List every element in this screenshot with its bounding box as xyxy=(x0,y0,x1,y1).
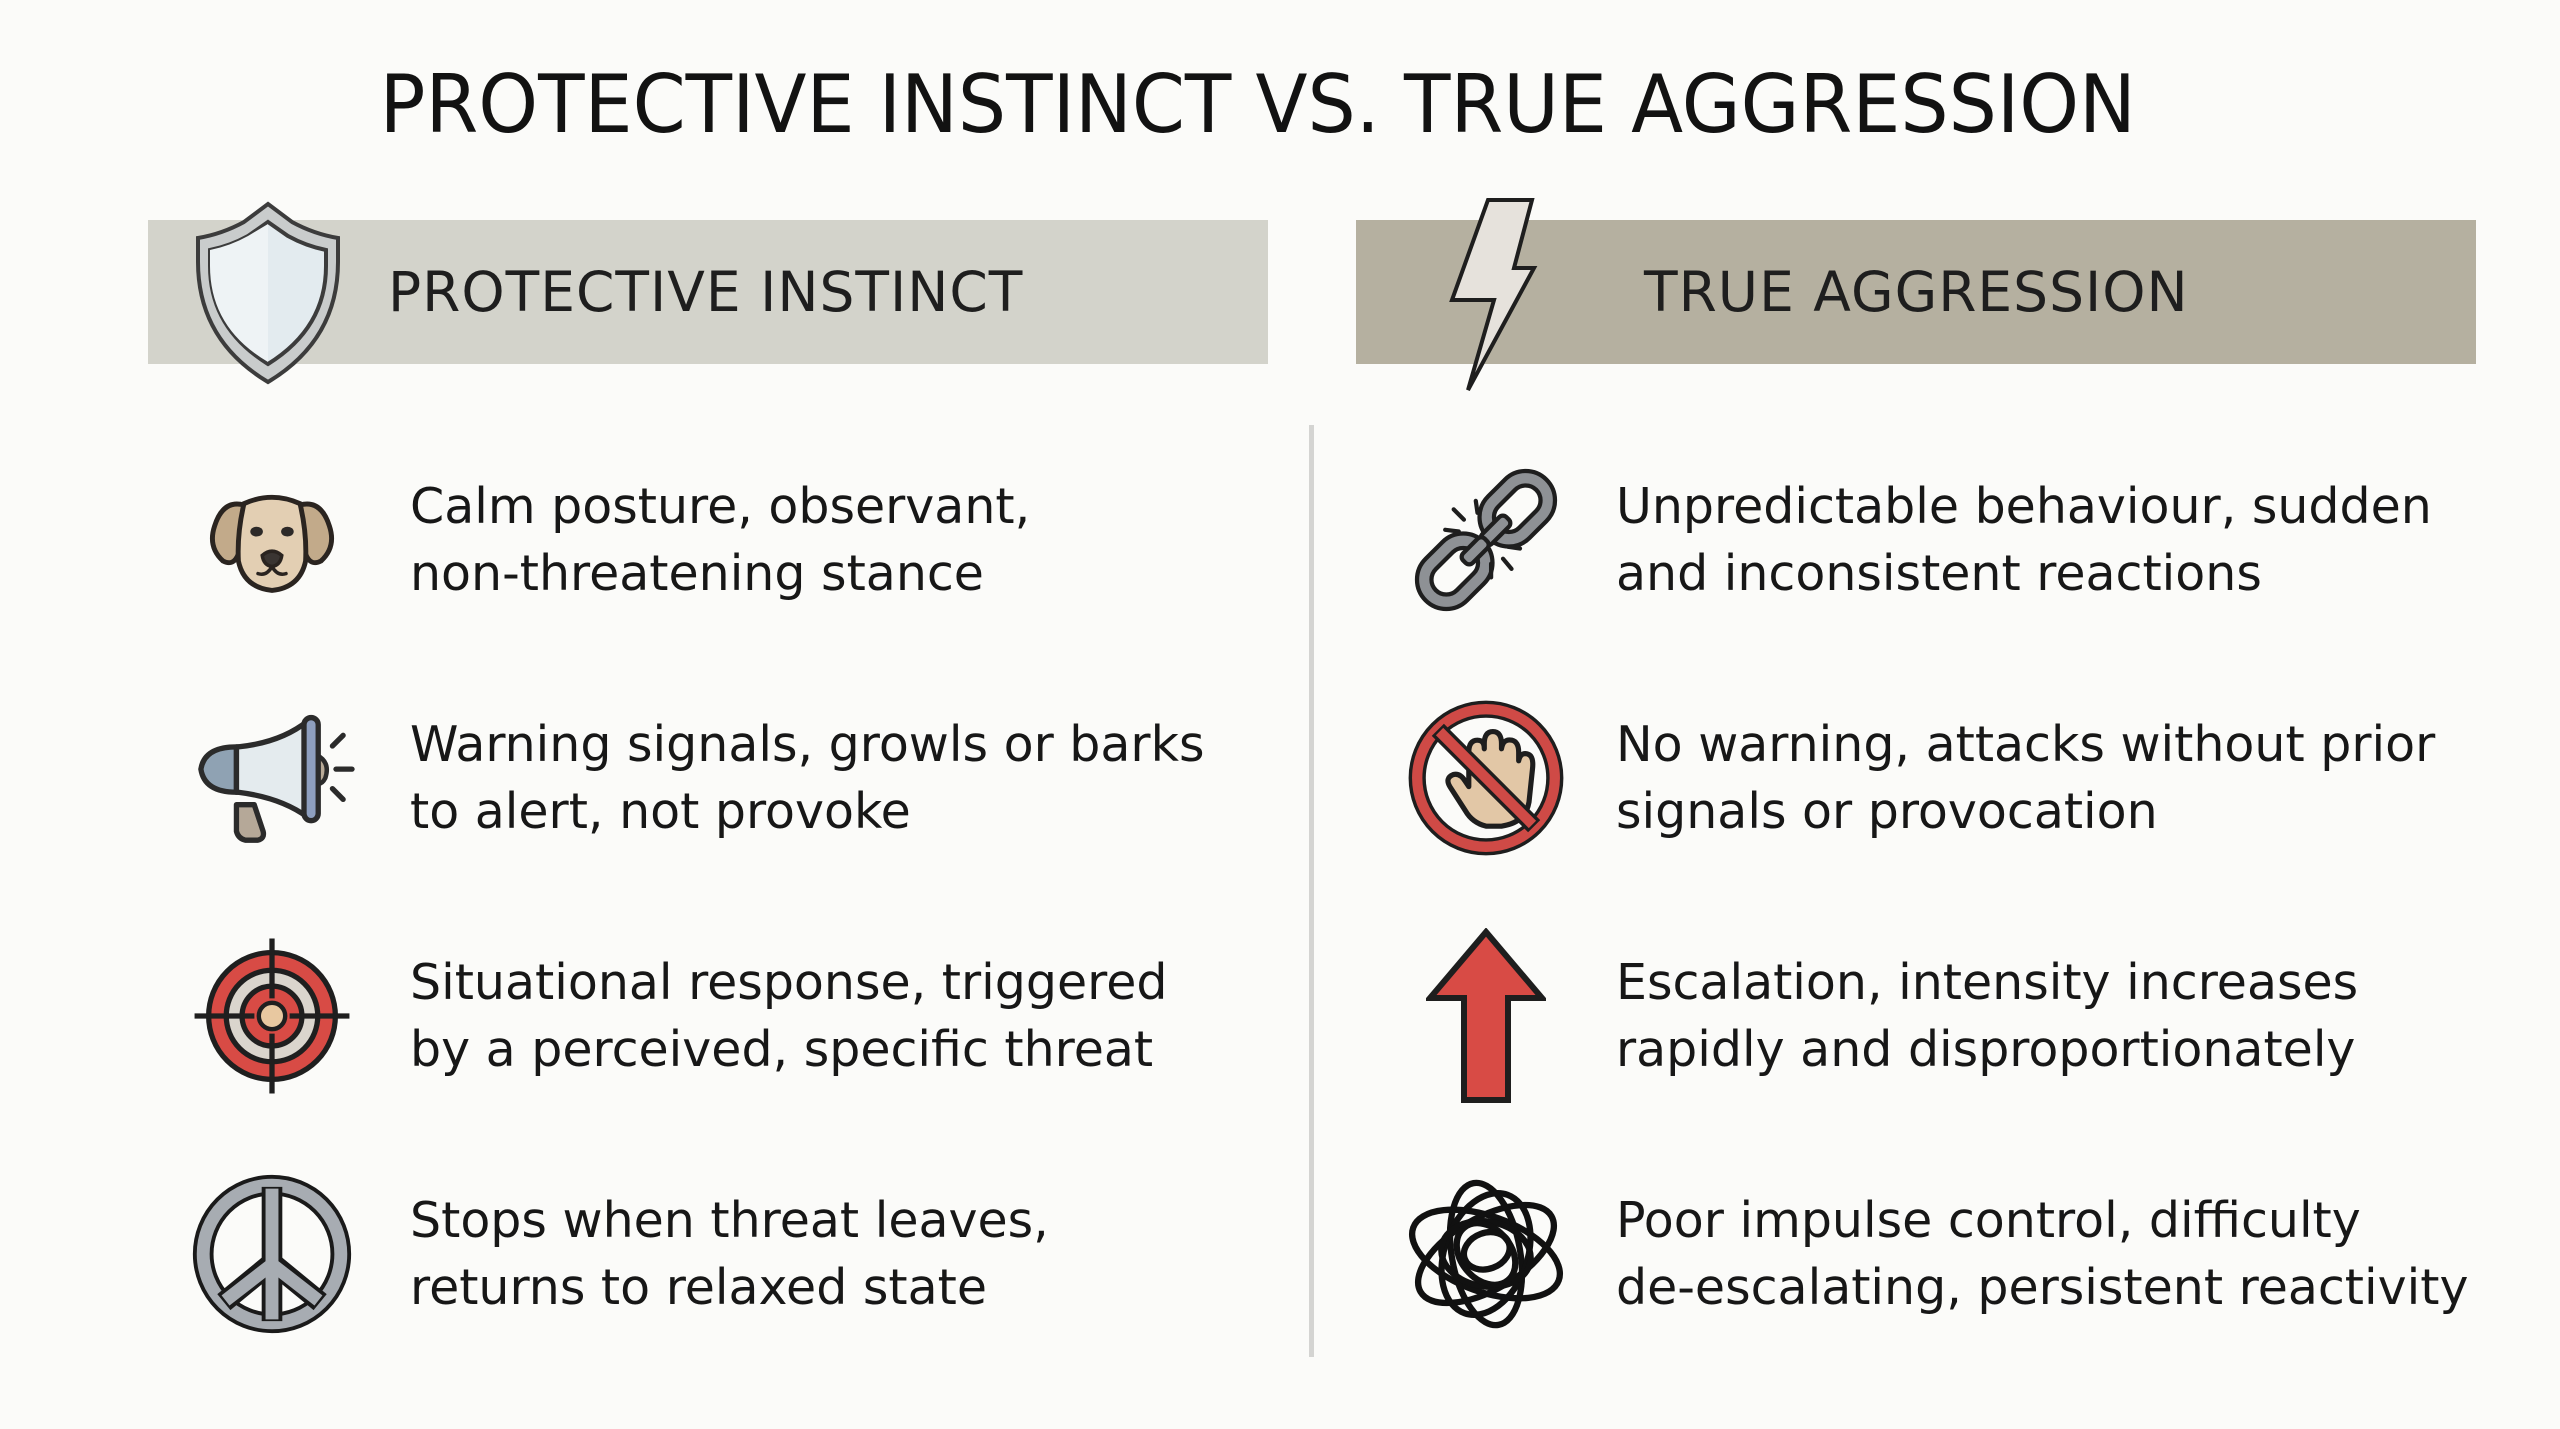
item-text: Escalation, intensity increases rapidly … xyxy=(1616,954,2359,1078)
item-text: Situational response, triggered by a per… xyxy=(410,954,1168,1078)
broken-chain-icon xyxy=(1414,468,1558,612)
up-arrow-icon xyxy=(1426,928,1546,1103)
peace-sign-icon xyxy=(192,1174,352,1334)
list-item: Warning signals, growls or barks to aler… xyxy=(182,688,1204,868)
item-text: Unpredictable behaviour, sudden and inco… xyxy=(1616,478,2432,602)
item-text: Calm posture, observant, non-threatening… xyxy=(410,478,1031,602)
list-item: Poor impulse control, difficulty de-esca… xyxy=(1396,1164,2468,1344)
item-text: Poor impulse control, difficulty de-esca… xyxy=(1616,1192,2469,1316)
list-item: Calm posture, observant, non-threatening… xyxy=(182,450,1030,630)
list-item: Unpredictable behaviour, sudden and inco… xyxy=(1396,450,2432,630)
tangled-scribble-icon xyxy=(1408,1179,1564,1329)
list-item: No warning, attacks without prior signal… xyxy=(1396,688,2435,868)
list-item: Stops when threat leaves, returns to rel… xyxy=(182,1164,1049,1344)
megaphone-icon xyxy=(198,714,355,843)
lightning-bolt-icon xyxy=(1449,198,1538,391)
column-divider xyxy=(1309,425,1314,1357)
item-text: No warning, attacks without prior signal… xyxy=(1616,716,2436,840)
target-icon xyxy=(194,938,350,1094)
item-text: Stops when threat leaves, returns to rel… xyxy=(410,1192,1049,1316)
list-item: Escalation, intensity increases rapidly … xyxy=(1396,926,2358,1106)
true-aggression-header-label: TRUE AGGRESSION xyxy=(1644,260,2189,324)
protective-instinct-header-label: PROTECTIVE INSTINCT xyxy=(388,260,1024,324)
no-hand-icon xyxy=(1408,700,1564,856)
item-text: Warning signals, growls or barks to aler… xyxy=(410,716,1205,840)
true-aggression-header: TRUE AGGRESSION xyxy=(1356,220,2476,364)
dog-face-icon xyxy=(210,494,334,593)
page-title: PROTECTIVE INSTINCT VS. TRUE AGGRESSION xyxy=(379,58,2136,151)
shield-icon xyxy=(196,201,340,385)
list-item: Situational response, triggered by a per… xyxy=(182,926,1167,1106)
